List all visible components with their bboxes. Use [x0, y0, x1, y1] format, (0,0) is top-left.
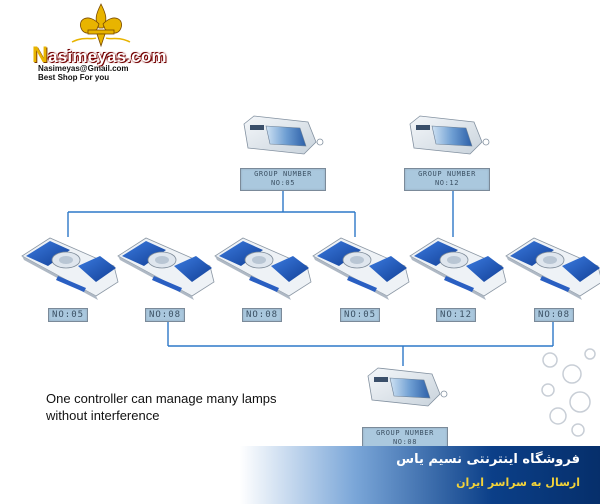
lamp-1: [21, 237, 119, 301]
logo-email: Nasimeyas@Gmail.com: [38, 64, 129, 73]
store-subtitle: ارسال به سراسر ایران: [456, 476, 580, 489]
lcd-line-2: NO:12: [434, 179, 460, 187]
lamp-2-label: NO:08: [145, 308, 185, 322]
lamp-6-label: NO:08: [534, 308, 574, 322]
lamp-3-label: NO:08: [242, 308, 282, 322]
lcd-line-1: GROUP NUMBER: [376, 429, 434, 437]
controller-top-right-device: [409, 115, 490, 155]
caption-line-1: One controller can manage many lamps: [46, 391, 277, 406]
logo-brand-rest: asimeyas.com: [48, 47, 167, 66]
lamp-5: [409, 237, 507, 301]
controller-bottom-device: [367, 367, 448, 407]
store-banner: [240, 446, 600, 504]
caption-line-2: without interference: [46, 408, 160, 423]
lamp-4-label: NO:05: [340, 308, 380, 322]
controller-top-left-device: [243, 115, 324, 155]
lamp-3: [214, 237, 312, 301]
lcd-line-1: GROUP NUMBER: [418, 170, 476, 178]
logo-brand-initial: N: [32, 42, 49, 67]
lcd-line-1: GROUP NUMBER: [254, 170, 312, 178]
controller-top-right-lcd: GROUP NUMBER NO:12: [404, 168, 490, 191]
lamp-4: [312, 237, 410, 301]
logo-tagline: Best Shop For you: [38, 73, 110, 82]
lcd-line-2: NO:08: [392, 438, 418, 446]
controller-bottom-lcd: GROUP NUMBER NO:08: [362, 427, 448, 450]
diagram-caption: One controller can manage many lamps wit…: [46, 390, 306, 424]
fleur-de-lis-icon: [71, 3, 131, 48]
controller-top-left-lcd: GROUP NUMBER NO:05: [240, 168, 326, 191]
lamp-6: [505, 237, 600, 301]
logo-brand-text: Nasimeyas.com: [32, 42, 167, 68]
lamp-2: [117, 237, 215, 301]
lcd-line-2: NO:05: [270, 179, 296, 187]
store-title: فروشگاه اینترنتی نسیم یاس: [396, 452, 580, 467]
bubbles-decoration: [541, 348, 596, 437]
logo: Nasimeyas.com Nasimeyas@Gmail.com Best S…: [18, 2, 168, 84]
lamp-1-label: NO:05: [48, 308, 88, 322]
lamp-5-label: NO:12: [436, 308, 476, 322]
